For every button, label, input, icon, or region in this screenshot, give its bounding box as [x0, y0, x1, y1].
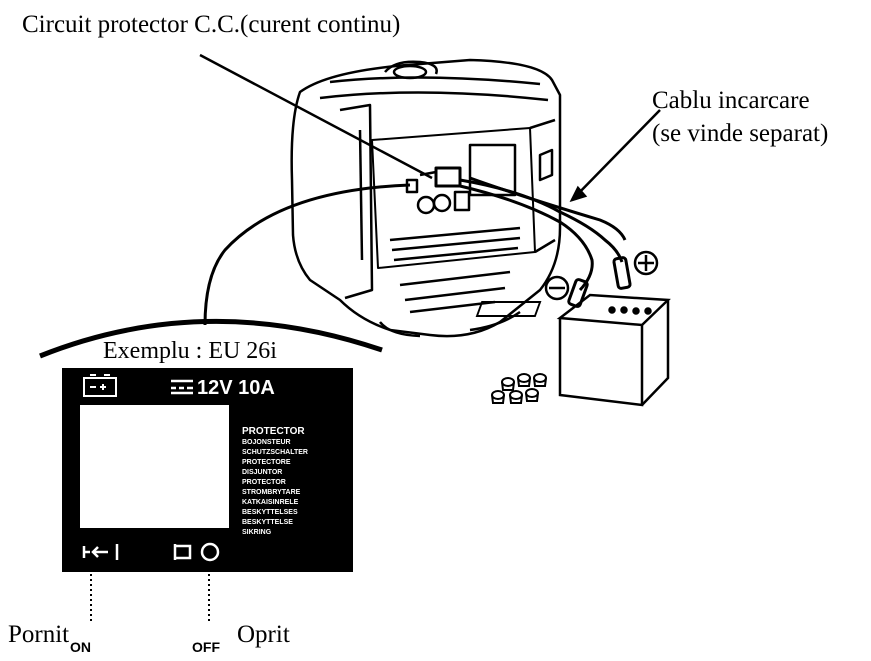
protector-text-line: SCHUTZSCHALTER [242, 449, 308, 456]
cable-leader-arrow [569, 109, 661, 203]
example-leader-line [203, 183, 411, 326]
protector-text-line: STROMBRYTARE [242, 489, 301, 496]
off-state-label: Oprit [237, 621, 290, 648]
cable-label-line1: Cablu incarcare [652, 87, 810, 114]
on-mark: ON [70, 639, 91, 655]
off-symbol-icon [173, 542, 220, 562]
protector-text-line: DISJUNTOR [242, 469, 282, 476]
protector-text-line: KATKAISINRELE [242, 499, 299, 506]
cable-label-line2: (se vinde separat) [652, 120, 829, 147]
protector-text-line: SIKRING [242, 529, 272, 536]
minus-icon [544, 275, 570, 301]
dc-panel: 12V 10A PROTECTOR BOJONSTEUR SCHUTZSCHALTE… [62, 368, 353, 622]
circuit-protector-label: Circuit protector C.C.(curent continu) [22, 11, 401, 38]
charging-cable [459, 176, 632, 308]
protector-leader-line [199, 53, 433, 180]
rating-text: 12V 10A [197, 377, 275, 399]
protector-text-line: PROTECTOR [242, 479, 286, 486]
generator-illustration [290, 58, 562, 338]
dc-current-icon [171, 379, 193, 395]
battery-illustration [475, 293, 671, 407]
protector-text-line: BOJONSTEUR [242, 439, 291, 446]
protector-text-line: PROTECTORE [242, 459, 291, 466]
switch-window [80, 405, 229, 528]
off-mark: OFF [192, 639, 220, 655]
plus-icon [633, 250, 659, 276]
protector-text-line: PROTECTOR [242, 426, 305, 437]
battery-caps-icon [491, 373, 547, 404]
battery-icon [83, 374, 117, 397]
on-symbol-icon [82, 544, 119, 560]
protector-text-line: BESKYTTELSE [242, 519, 293, 526]
protector-text-line: BESKYTTELSES [242, 509, 298, 516]
on-state-label: Pornit [8, 621, 70, 648]
example-label: Exemplu : EU 26i [103, 338, 277, 364]
magnifier-arc [39, 318, 383, 359]
protector-text-block: PROTECTOR BOJONSTEUR SCHUTZSCHALTER PROTECT… [242, 426, 308, 536]
